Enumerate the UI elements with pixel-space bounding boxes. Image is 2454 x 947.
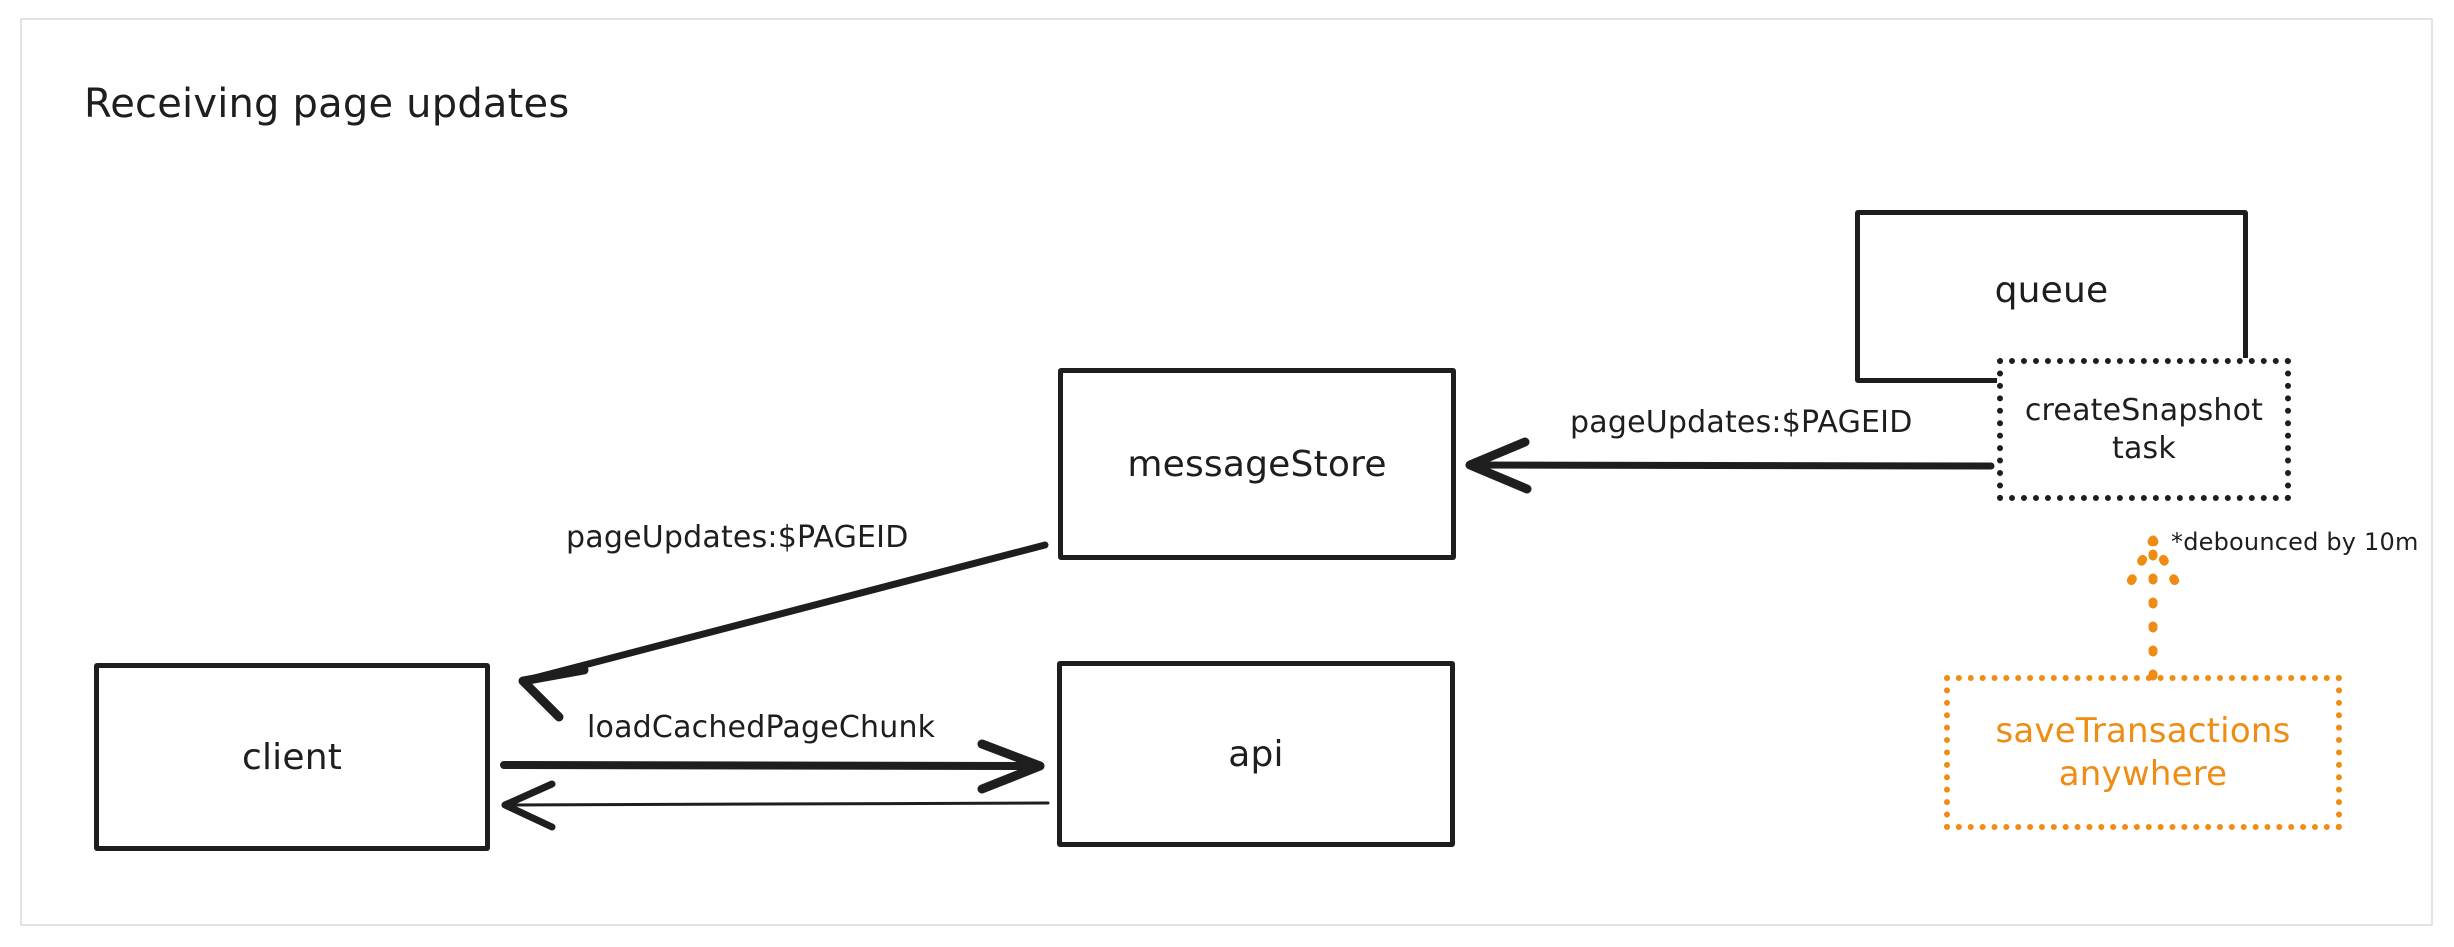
page-title: Receiving page updates: [84, 81, 570, 127]
node-savetransactions-anywhere-label: saveTransactions anywhere: [1995, 711, 2291, 794]
node-messagestore[interactable]: messageStore: [1058, 368, 1456, 560]
annotation-debounced-note: *debounced by 10m: [2171, 528, 2419, 556]
node-messagestore-label: messageStore: [1127, 443, 1387, 485]
node-createsnapshot-task[interactable]: createSnapshot task: [1997, 358, 2291, 501]
edge-label-loadcachedpagechunk: loadCachedPageChunk: [587, 710, 936, 745]
edge-label-pageupdates-right: pageUpdates:$PAGEID: [1570, 405, 1913, 440]
node-api-label: api: [1228, 733, 1284, 775]
node-client-label: client: [241, 736, 343, 778]
node-savetransactions-anywhere[interactable]: saveTransactions anywhere: [1944, 675, 2342, 830]
edge-label-pageupdates-left: pageUpdates:$PAGEID: [566, 520, 909, 555]
node-api[interactable]: api: [1057, 661, 1455, 847]
node-queue-label: queue: [1994, 270, 2109, 311]
node-createsnapshot-task-label: createSnapshot task: [2024, 393, 2264, 466]
node-client[interactable]: client: [94, 663, 490, 851]
